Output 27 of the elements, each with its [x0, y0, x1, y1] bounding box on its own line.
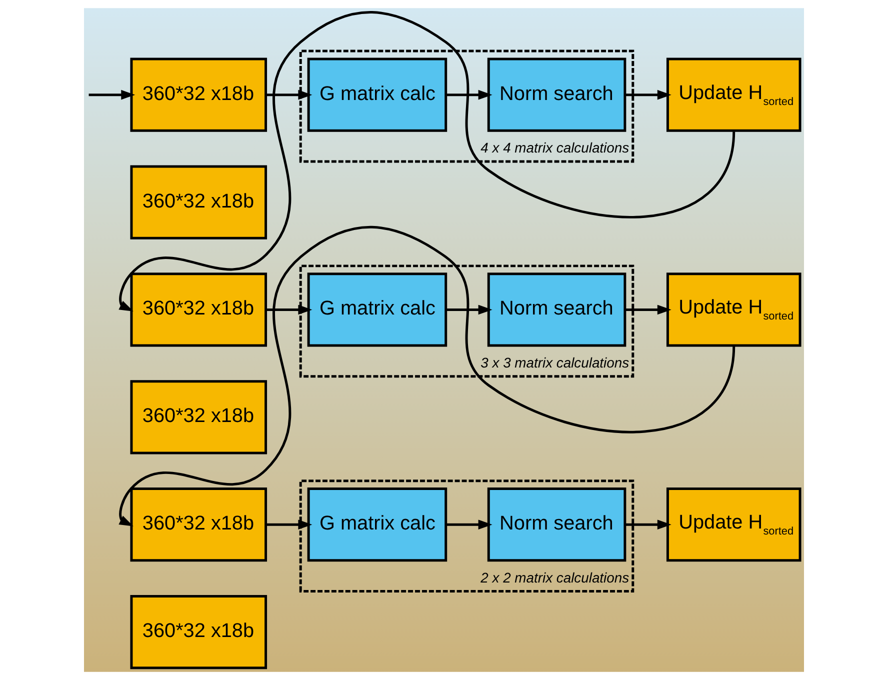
node-box: Norm search [487, 58, 626, 132]
node-box: G matrix calc [307, 488, 448, 562]
node-box: 360*32 x18b [130, 58, 268, 132]
arrow [88, 90, 136, 100]
node-box: 360*32 x18b [130, 488, 268, 562]
arrow [624, 90, 672, 100]
node-box: Update H$_{sorted}$ [666, 58, 802, 132]
arrow [624, 304, 672, 315]
arrow [446, 520, 492, 530]
node-box: G matrix calc [307, 58, 448, 132]
node-box: G matrix calc [307, 272, 448, 347]
node-box: 360*32 x18b [130, 380, 268, 454]
arrow [446, 90, 492, 100]
node-box: 360*32 x18b [130, 165, 268, 240]
node-box: Norm search [487, 272, 626, 347]
arrow [266, 90, 312, 100]
node-box: Update H$_{sorted}$ [666, 272, 802, 347]
arrow [446, 304, 492, 315]
arrow [118, 226, 736, 526]
node-box: Norm search [487, 488, 626, 562]
arrow [266, 304, 312, 315]
node-box: 360*32 x18b [130, 594, 268, 670]
node-box: Update H$_{sorted}$ [666, 488, 802, 562]
arrow [624, 520, 672, 530]
arrow [266, 520, 312, 530]
arrow [118, 11, 736, 312]
node-box: 360*32 x18b [130, 272, 268, 347]
